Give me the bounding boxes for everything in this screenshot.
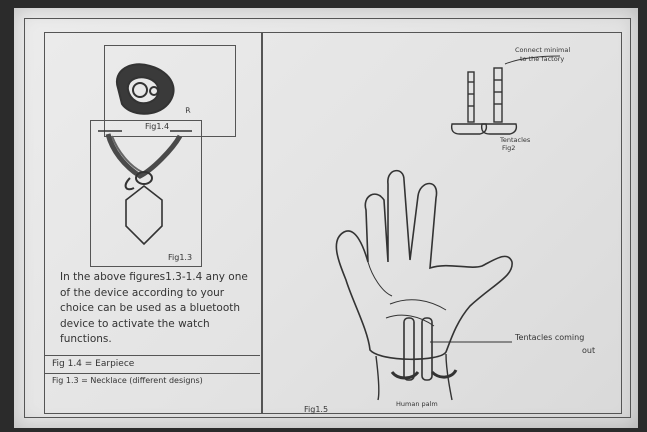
notes-fig13-line: Fig 1.3 = Necklace (different designs) — [52, 376, 203, 385]
label-fig2: Fig2 — [502, 144, 515, 152]
earpiece-letter-R: R — [185, 106, 191, 115]
label-fig15: Fig1.5 — [304, 405, 328, 414]
notes-description: In the above figures1.3-1.4 any one of t… — [60, 270, 260, 348]
label-tentacles-coming-1: Tentacles coming — [515, 333, 584, 342]
label-tentacles: Tentacles — [500, 136, 530, 144]
tentacles-fig2-sketch — [452, 56, 560, 134]
notes-fig14-line: Fig 1.4 = Earpiece — [52, 359, 134, 369]
necklace-sketch — [98, 131, 192, 244]
label-human-palm: Human palm — [396, 400, 438, 408]
label-fig13: Fig1.3 — [168, 253, 192, 262]
hand-sketch — [336, 171, 512, 400]
label-tentacles-coming-2: out — [582, 346, 595, 355]
label-fig14: Fig1.4 — [145, 122, 169, 131]
earpiece-sketch — [117, 64, 174, 114]
label-connect-note-2: to the factory — [520, 55, 564, 63]
label-connect-note-1: Connect minimal — [515, 46, 570, 54]
